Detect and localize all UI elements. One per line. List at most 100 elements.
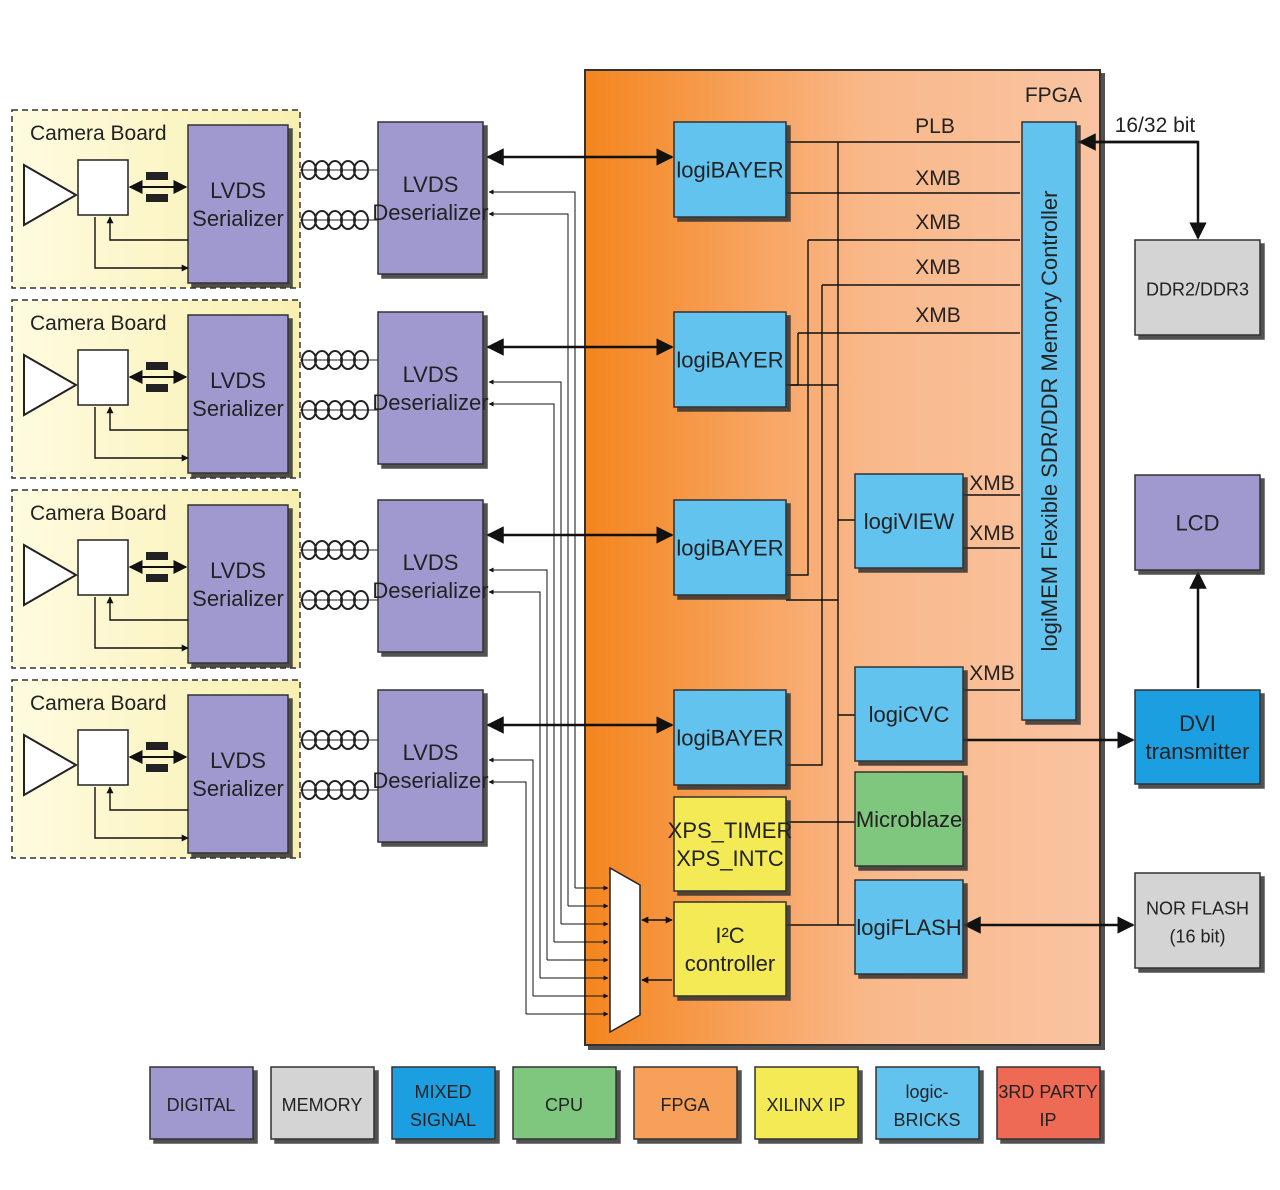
logibayer-3-rect [673, 499, 787, 596]
twisted-pair-icon [300, 350, 378, 370]
i2c-controller-rect [673, 901, 787, 997]
control-arrow [94, 217, 189, 272]
i2c-line [488, 401, 555, 942]
logiview-rect [854, 473, 964, 569]
lvds-serializer-rect [187, 504, 289, 664]
sensor-chip [77, 729, 129, 786]
legend-item: XILINX IP [754, 1066, 859, 1140]
lvds-deserializer-4-label: Deserializer [372, 768, 488, 793]
i2c-line [488, 589, 541, 978]
nor-flash: NOR FLASH(16 bit) [1134, 872, 1261, 969]
logiview: logiVIEW [854, 473, 964, 569]
legend-item: FPGA [633, 1066, 738, 1140]
legend-label: DIGITAL [167, 1095, 236, 1115]
logiview-label: logiVIEW [864, 509, 955, 534]
lvds-deserializer-3-rect [377, 499, 484, 653]
memory-controller: logiMEM Flexible SDR/DDR Memory Controll… [1021, 121, 1077, 721]
sensor-triangle-icon [23, 543, 79, 607]
legend-label: FPGA [660, 1095, 709, 1115]
fpga-blocks: logiBAYERlogiBAYERlogiBAYERlogiBAYERlogi… [609, 121, 1077, 1034]
legend-swatch [391, 1066, 496, 1140]
control-arrow [106, 406, 188, 431]
legend-label: MIXED [414, 1082, 471, 1102]
bus-bar-icon [146, 742, 168, 750]
logicvc-label: logiCVC [869, 702, 950, 727]
lvds-deserializer-2-label: Deserializer [372, 390, 488, 415]
xmb-label: XMB [969, 522, 1015, 545]
logibayer-2-rect [673, 311, 787, 408]
legend-label: IP [1039, 1110, 1056, 1130]
legend-label: logic- [905, 1082, 948, 1102]
bus-width-label: 16/32 bit [1115, 114, 1196, 137]
logiflash-label: logiFLASH [856, 915, 961, 940]
bus-bar-icon [146, 574, 168, 582]
i2c-controller-label: controller [685, 951, 775, 976]
lvds-serializer-label: LVDS [210, 368, 266, 393]
lvds-serializer-label: LVDS [210, 748, 266, 773]
legend-item: CPU [512, 1066, 617, 1140]
legend-swatch [875, 1066, 980, 1140]
xps-timer-intc-label: XPS_INTC [676, 846, 784, 871]
ddr-memory-label: DDR2/DDR3 [1146, 280, 1249, 300]
i2c-line [488, 189, 576, 888]
bus-bar-icon [146, 764, 168, 772]
lvds-deserializer-3-label: Deserializer [372, 578, 488, 603]
logibayer-4-rect [673, 689, 787, 786]
ddr-memory: DDR2/DDR3 [1134, 239, 1261, 336]
logibayer-2-label: logiBAYER [676, 348, 783, 373]
lvds-serializer-rect [187, 314, 289, 474]
legend-label: BRICKS [893, 1110, 960, 1130]
lvds-deserializer-1-label: Deserializer [372, 200, 488, 225]
camera-board-label: Camera Board [30, 692, 167, 715]
twisted-pair-icon [300, 210, 378, 230]
legend-swatch [633, 1066, 738, 1140]
memory-controller-label: logiMEM Flexible SDR/DDR Memory Controll… [1037, 191, 1062, 652]
lvds-serializer-label: Serializer [192, 396, 284, 421]
xmb-label: XMB [915, 304, 961, 327]
bus-bar-icon [146, 384, 168, 392]
camera-board-label: Camera Board [30, 502, 167, 525]
microblaze-rect [854, 771, 964, 867]
sensor-triangle-icon [23, 733, 79, 797]
legend-item: MEMORY [270, 1066, 375, 1140]
xmb-label: XMB [969, 472, 1015, 495]
camera-board-label: Camera Board [30, 312, 167, 335]
logibayer-1: logiBAYER [673, 121, 787, 218]
logicvc-rect [854, 666, 964, 762]
control-arrow [106, 786, 188, 811]
lvds-serializer-label: LVDS [210, 558, 266, 583]
nor-flash-rect [1134, 872, 1261, 969]
logibayer-2: logiBAYER [673, 311, 787, 408]
sensor-chip [77, 349, 129, 406]
legend-label: CPU [545, 1095, 583, 1115]
lvds-deserializer-1: LVDS Deserializer [372, 121, 489, 275]
xmb-label: XMB [969, 662, 1015, 685]
xmb-bus [786, 240, 809, 576]
microblaze-label: Microblaze [856, 807, 962, 832]
legend-label: XILINX IP [766, 1095, 845, 1115]
legend-swatch [270, 1066, 375, 1140]
microblaze: Microblaze [854, 771, 964, 867]
legend-item: DIGITAL [149, 1066, 254, 1140]
logibayer-3: logiBAYER [673, 499, 787, 596]
dvi-transmitter-label: transmitter [1146, 739, 1250, 764]
deserializers: LVDSDeserializerLVDSDeserializerLVDSDese… [372, 121, 489, 843]
twisted-pair-icon [300, 540, 378, 560]
twisted-pair-icon [300, 590, 378, 610]
lvds-deserializer-1-label: LVDS [403, 172, 459, 197]
lvds-serializer-rect [187, 694, 289, 854]
legend-item: logic- BRICKS [875, 1066, 980, 1140]
lvds-serializer-label: Serializer [192, 206, 284, 231]
